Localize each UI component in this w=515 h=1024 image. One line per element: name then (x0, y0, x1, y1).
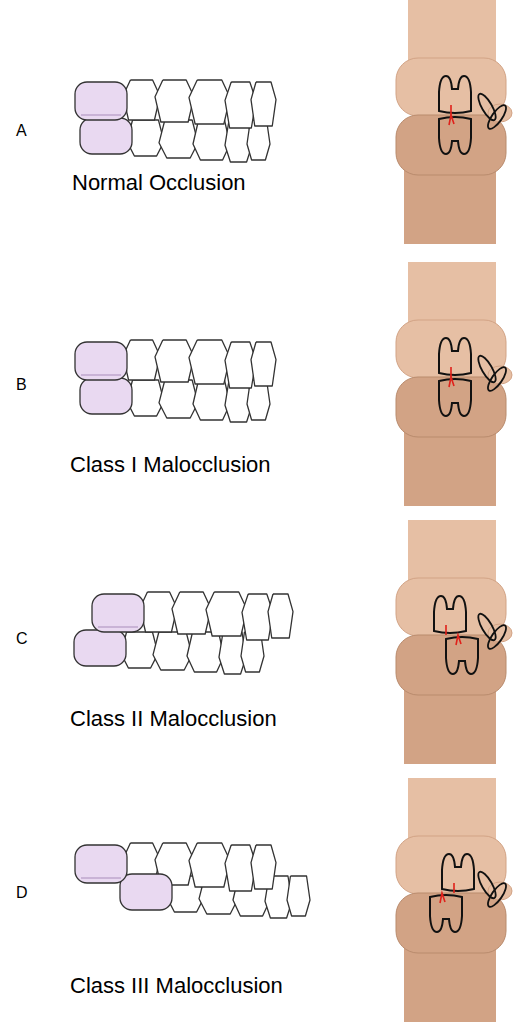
incisor-outline (475, 92, 499, 123)
upper-tooth (268, 594, 293, 638)
fist (396, 58, 506, 116)
molar-shade (81, 114, 121, 116)
upper-molar (75, 845, 127, 883)
lower-tooth (159, 380, 198, 418)
lower-tooth (159, 120, 198, 158)
lower-tooth (193, 380, 230, 420)
teeth-drawing (75, 843, 310, 918)
groove-line (449, 377, 454, 387)
upper-tooth (123, 80, 160, 120)
hand-photo (396, 262, 512, 506)
molar-outline (442, 854, 474, 891)
groove-line (456, 635, 461, 645)
upper-tooth (251, 342, 276, 386)
hand-photo (396, 0, 512, 244)
fist (396, 635, 506, 695)
cusp-line (445, 625, 447, 635)
molar-outline (439, 338, 471, 375)
lower-molar (120, 874, 172, 910)
incisor-outline (475, 870, 499, 901)
upper-tooth (123, 340, 160, 380)
upper-tooth (189, 843, 230, 887)
fist (396, 836, 506, 894)
upper-molar (92, 594, 144, 632)
lower-molar (80, 118, 132, 154)
molar-shade (98, 626, 138, 628)
upper-tooth (172, 592, 211, 634)
lower-molar (74, 630, 126, 666)
upper-molar (75, 82, 127, 120)
panel-caption: Normal Occlusion (72, 170, 246, 195)
molar-outline (439, 76, 471, 113)
upper-tooth (189, 340, 230, 384)
upper-tooth (155, 340, 194, 382)
incisor-outline (485, 881, 509, 910)
cusp-line (453, 883, 455, 893)
panel-caption: Class I Malocclusion (70, 452, 271, 477)
lower-tooth (153, 632, 192, 670)
molar-outline (439, 379, 471, 416)
upper-tooth (251, 82, 276, 126)
panel-caption: Class III Malocclusion (70, 973, 283, 998)
incisor-outline (485, 103, 509, 132)
panel-letter: D (16, 884, 28, 902)
lower-tooth (193, 120, 230, 160)
upper-tooth (140, 592, 177, 632)
fist (396, 115, 506, 175)
panel-letter: C (16, 630, 28, 648)
incisor-outline (485, 623, 509, 652)
lower-tooth (187, 632, 224, 672)
fist (396, 578, 506, 636)
upper-tooth (206, 592, 247, 636)
upper-molar (75, 342, 127, 380)
panel-caption: Class II Malocclusion (70, 706, 277, 731)
upper-tooth (155, 80, 194, 122)
incisor-outline (475, 612, 499, 643)
fist (396, 320, 506, 378)
upper-tooth (189, 80, 230, 124)
lower-molar (80, 378, 132, 414)
fist (396, 893, 506, 953)
incisor-outline (485, 365, 509, 394)
groove-line (440, 893, 445, 903)
molar-shade (81, 877, 121, 879)
hand-photo (396, 520, 512, 764)
hand-photo (396, 778, 512, 1022)
upper-tooth (251, 845, 276, 889)
groove-line (449, 115, 454, 125)
molar-outline (430, 895, 462, 932)
teeth-drawing (75, 80, 276, 162)
incisor-outline (475, 354, 499, 385)
panel-letter: B (16, 376, 27, 394)
molar-shade (81, 374, 121, 376)
molar-outline (446, 637, 478, 674)
teeth-drawing (75, 340, 276, 422)
lower-tooth (287, 876, 310, 916)
fist (396, 377, 506, 437)
teeth-drawing (74, 592, 293, 674)
molar-outline (439, 117, 471, 154)
molar-outline (434, 596, 466, 633)
panel-letter: A (16, 122, 27, 140)
